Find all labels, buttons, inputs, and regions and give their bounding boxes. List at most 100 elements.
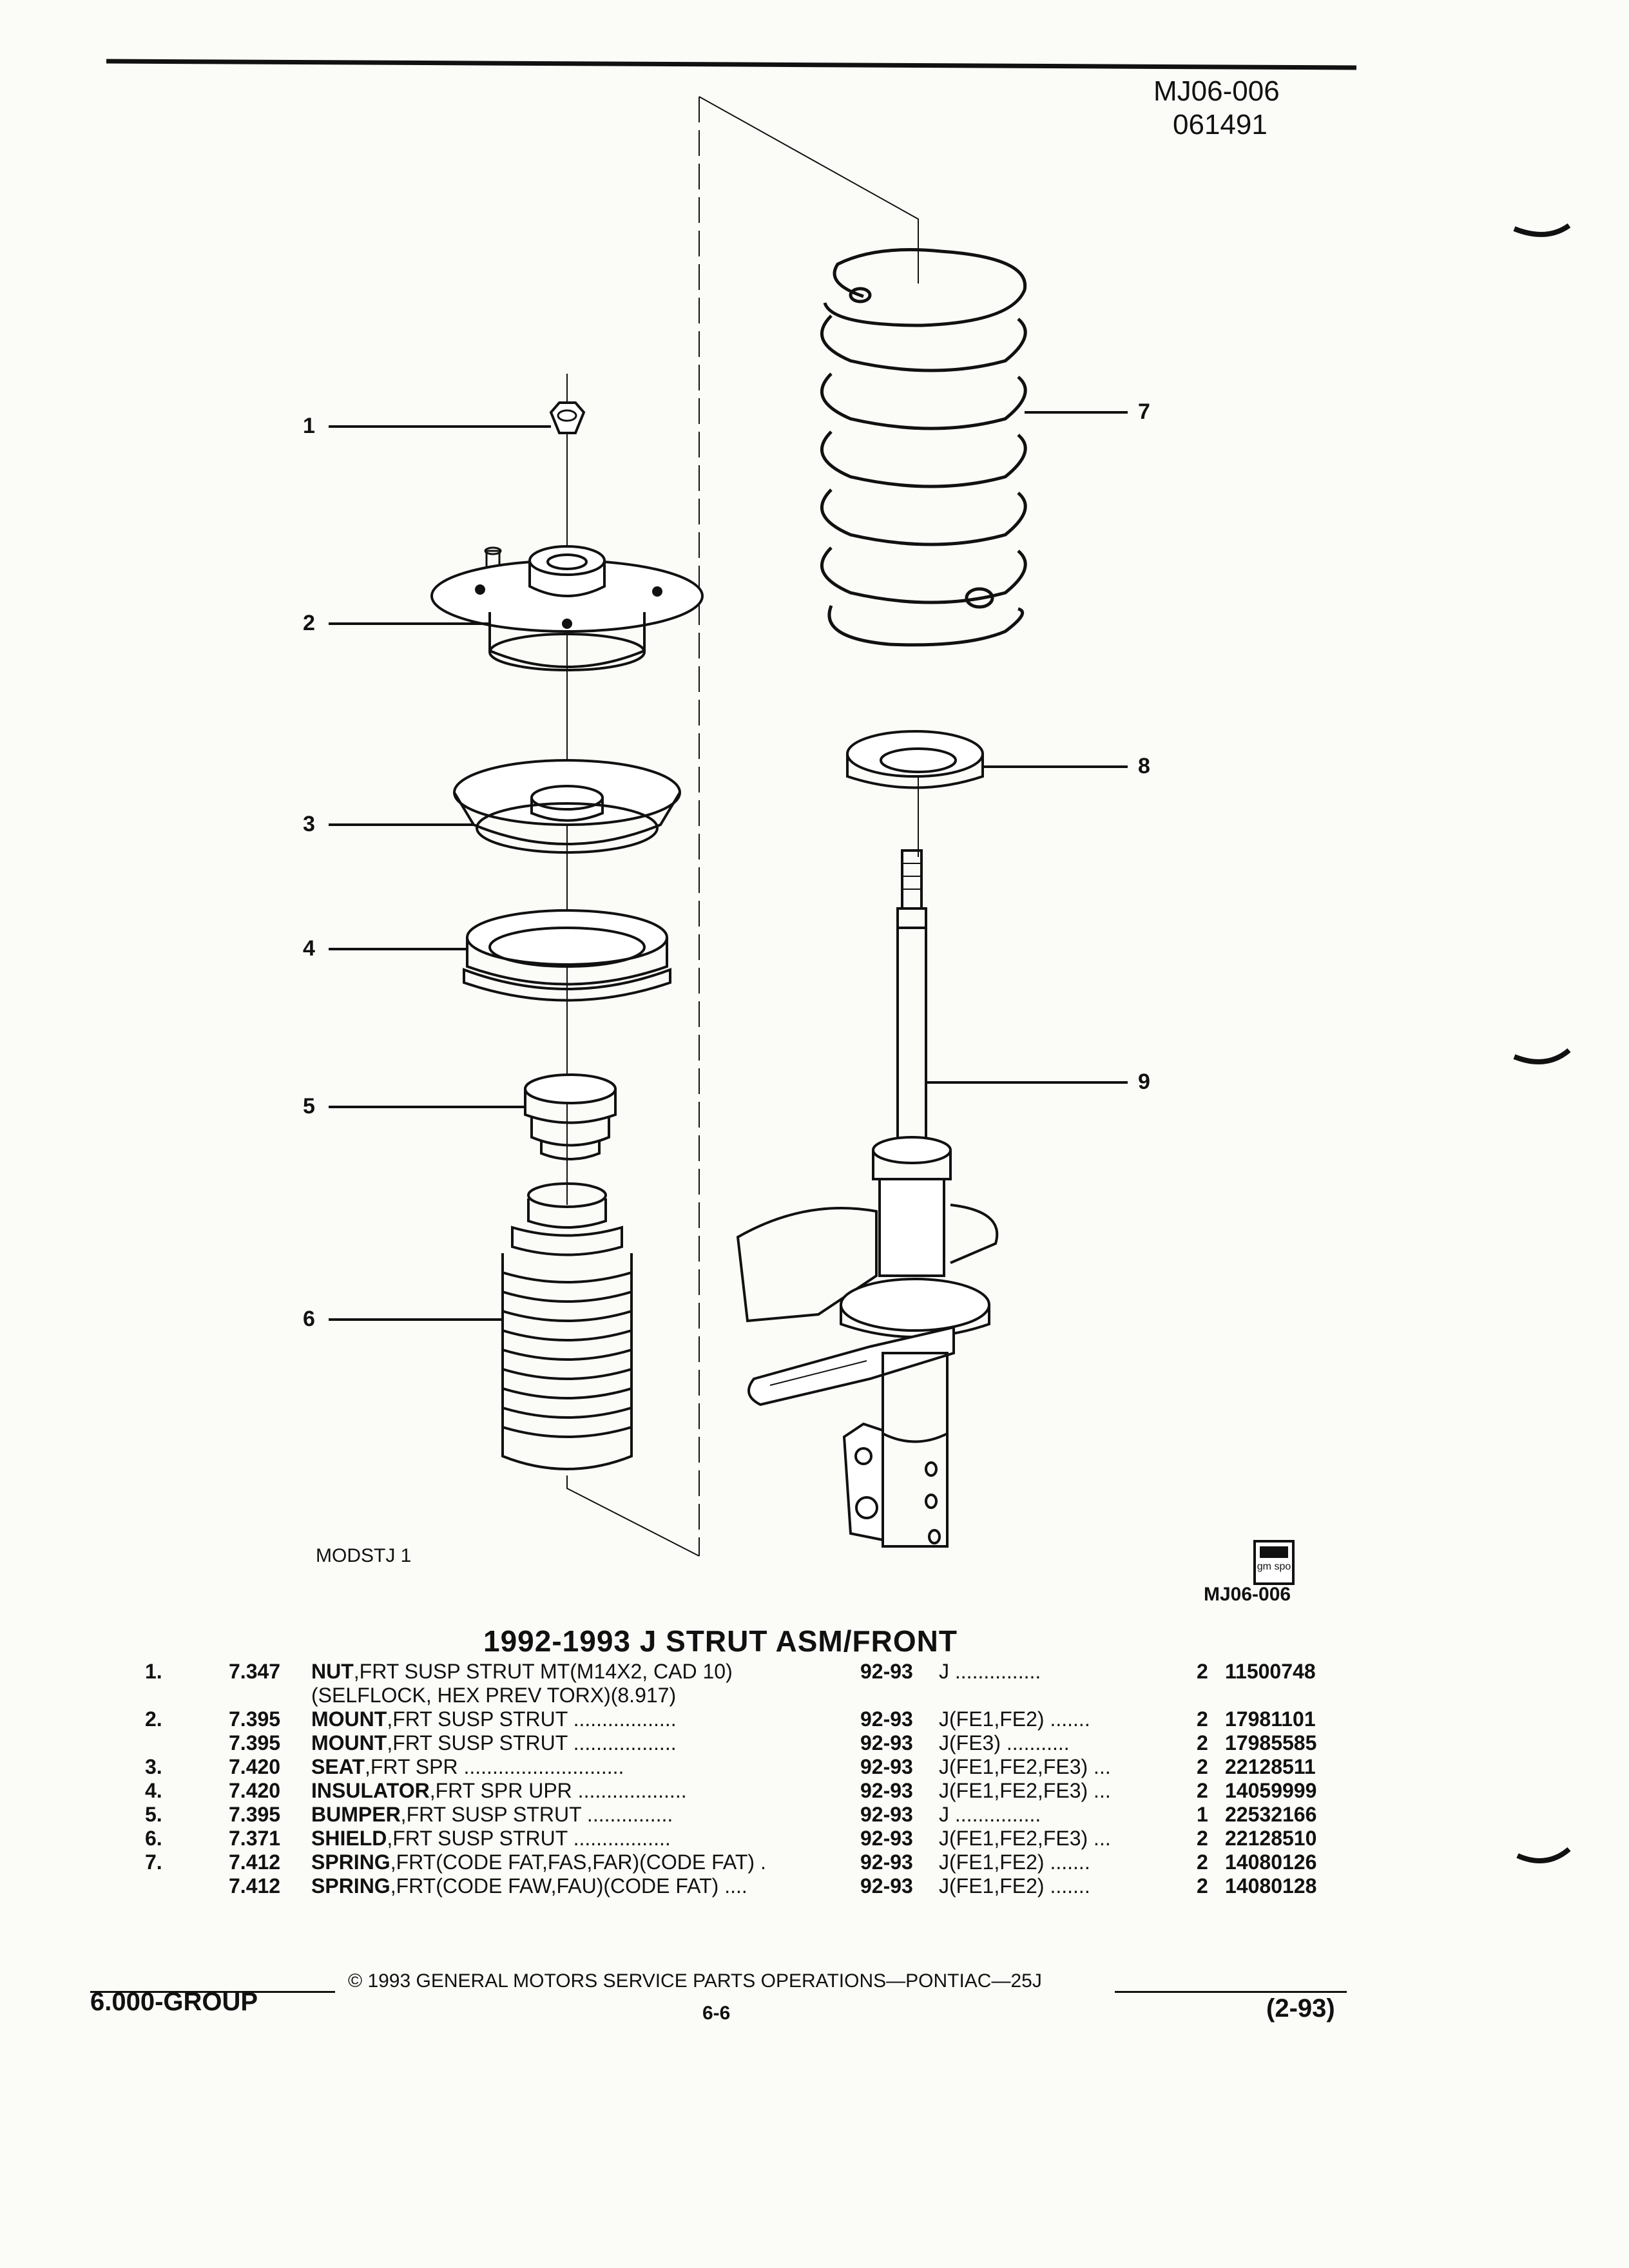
parts-row: 4. 7.420 INSULATOR,FRT SPR UPR .........…	[145, 1779, 1356, 1803]
part-shield	[501, 1182, 633, 1470]
application: J(FE1,FE2) .......	[939, 1874, 1090, 1898]
gm-spo-logo: gm spo	[1253, 1540, 1295, 1585]
guide-line-top	[699, 96, 919, 284]
part-description: SPRING,FRT(CODE FAT,FAS,FAR)(CODE FAT) .	[311, 1850, 766, 1874]
callout-2: 2	[303, 611, 315, 635]
part-number: 22128511	[1225, 1755, 1316, 1778]
section-code: 7.420	[229, 1755, 281, 1778]
binder-mark-3	[1516, 1847, 1571, 1863]
part-description: BUMPER,FRT SUSP STRUT ...............	[311, 1803, 673, 1827]
years: 92-93	[860, 1660, 913, 1683]
quantity: 2	[1197, 1850, 1208, 1874]
part-number: 17981101	[1225, 1707, 1316, 1731]
part-description: MOUNT,FRT SUSP STRUT ..................	[311, 1707, 677, 1731]
part-detail: ,FRT SUSP STRUT ...............	[400, 1803, 673, 1826]
copyright-line: © 1993 GENERAL MOTORS SERVICE PARTS OPER…	[348, 1970, 1042, 1992]
parts-row: 7.412 SPRING,FRT(CODE FAW,FAU)(CODE FAT)…	[145, 1874, 1356, 1898]
application: J(FE1,FE2,FE3) ...	[939, 1827, 1111, 1850]
part-number: 22532166	[1225, 1803, 1317, 1826]
callout-3: 3	[303, 812, 315, 836]
parts-row: 2. 7.395 MOUNT,FRT SUSP STRUT ..........…	[145, 1707, 1356, 1731]
section-code: 7.412	[229, 1874, 281, 1898]
part-detail: ,FRT(CODE FAW,FAU)(CODE FAT) ....	[390, 1874, 747, 1898]
callout-9: 9	[1138, 1070, 1150, 1094]
application: J(FE1,FE2) .......	[939, 1850, 1090, 1874]
header-date: 061491	[1173, 109, 1268, 140]
years: 92-93	[860, 1779, 913, 1802]
item-number: 1.	[145, 1660, 162, 1683]
application: J(FE3) ...........	[939, 1731, 1070, 1754]
part-name: MOUNT	[311, 1731, 387, 1754]
section-code: 7.395	[229, 1707, 281, 1731]
part-name: BUMPER	[311, 1803, 401, 1826]
footer-rule-left	[90, 1991, 335, 1993]
callout-7: 7	[1138, 399, 1150, 424]
gm-spo-logo-text: gm spo	[1257, 1561, 1291, 1572]
callout-5: 5	[303, 1094, 315, 1119]
parts-row: 5. 7.395 BUMPER,FRT SUSP STRUT .........…	[145, 1803, 1356, 1827]
part-description: NUT,FRT SUSP STRUT MT(M14X2, CAD 10)	[311, 1660, 733, 1684]
revision-code: (2-93)	[1266, 1994, 1335, 2023]
quantity: 2	[1197, 1874, 1208, 1898]
callout-6: 6	[303, 1307, 315, 1331]
part-insulator	[463, 909, 671, 1002]
part-name: NUT	[311, 1660, 354, 1683]
part-description: SPRING,FRT(CODE FAW,FAU)(CODE FAT) ....	[311, 1874, 747, 1898]
part-seat	[453, 759, 681, 854]
callout-4: 4	[303, 936, 315, 961]
item-number: 4.	[145, 1779, 162, 1802]
header-code: MJ06-006	[1153, 75, 1280, 107]
parts-row: 1. 7.347 NUT,FRT SUSP STRUT MT(M14X2, CA…	[145, 1660, 1356, 1684]
part-number: 14080126	[1225, 1850, 1317, 1874]
diagram-ref-code: MJ06-006	[1204, 1584, 1291, 1605]
quantity: 2	[1197, 1779, 1208, 1802]
guide-line-bottom	[566, 1475, 700, 1557]
callout-8: 8	[1138, 754, 1150, 778]
part-name: MOUNT	[311, 1707, 387, 1731]
page-number: 6-6	[702, 2003, 731, 2024]
part-spring	[820, 248, 1027, 647]
part-description: SEAT,FRT SPR ...........................…	[311, 1755, 624, 1779]
parts-row: 6. 7.371 SHIELD,FRT SUSP STRUT .........…	[145, 1827, 1356, 1850]
part-detail: ,FRT SUSP STRUT ..................	[387, 1731, 677, 1754]
item-number: 5.	[145, 1803, 162, 1826]
application: J(FE1,FE2,FE3) ...	[939, 1779, 1111, 1802]
quantity: 1	[1197, 1803, 1208, 1826]
years: 92-93	[860, 1707, 913, 1731]
callout-1: 1	[303, 414, 315, 438]
section-code: 7.420	[229, 1779, 281, 1802]
binder-mark-2	[1513, 1048, 1571, 1064]
part-bumper	[524, 1073, 617, 1160]
part-strut-assembly	[736, 849, 999, 1548]
item-number: 3.	[145, 1755, 162, 1778]
section-code: 7.371	[229, 1827, 281, 1850]
part-description: MOUNT,FRT SUSP STRUT ..................	[311, 1731, 677, 1755]
part-detail: ,FRT SPR UPR ...................	[429, 1779, 687, 1802]
top-rule	[106, 59, 1357, 70]
diagram-caption: MODSTJ 1	[316, 1545, 412, 1566]
section-code: 7.347	[229, 1660, 281, 1683]
part-detail: ,FRT SUSP STRUT .................	[387, 1827, 671, 1850]
quantity: 2	[1197, 1707, 1208, 1731]
binder-mark-1	[1513, 223, 1571, 237]
item-number: 2.	[145, 1707, 162, 1731]
item-number: 6.	[145, 1827, 162, 1850]
part-nut	[549, 374, 586, 434]
application: J ...............	[939, 1803, 1041, 1826]
parts-row: (SELFLOCK, HEX PREV TORX)(8.917)	[145, 1684, 1356, 1707]
group-label: 6.000-GROUP	[90, 1988, 258, 2016]
part-detail: ,FRT SUSP STRUT ..................	[387, 1707, 677, 1731]
part-description: SHIELD,FRT SUSP STRUT .................	[311, 1827, 671, 1850]
years: 92-93	[860, 1827, 913, 1850]
section-code: 7.412	[229, 1850, 281, 1874]
application: J ...............	[939, 1660, 1041, 1683]
part-mount	[430, 545, 704, 671]
part-description: INSULATOR,FRT SPR UPR ..................…	[311, 1779, 687, 1803]
application: J(FE1,FE2,FE3) ...	[939, 1755, 1111, 1778]
years: 92-93	[860, 1755, 913, 1778]
part-number: 14059999	[1225, 1779, 1317, 1802]
quantity: 2	[1197, 1827, 1208, 1850]
years: 92-93	[860, 1874, 913, 1898]
item-number: 7.	[145, 1850, 162, 1874]
part-detail: ,FRT SPR ............................	[364, 1755, 624, 1778]
